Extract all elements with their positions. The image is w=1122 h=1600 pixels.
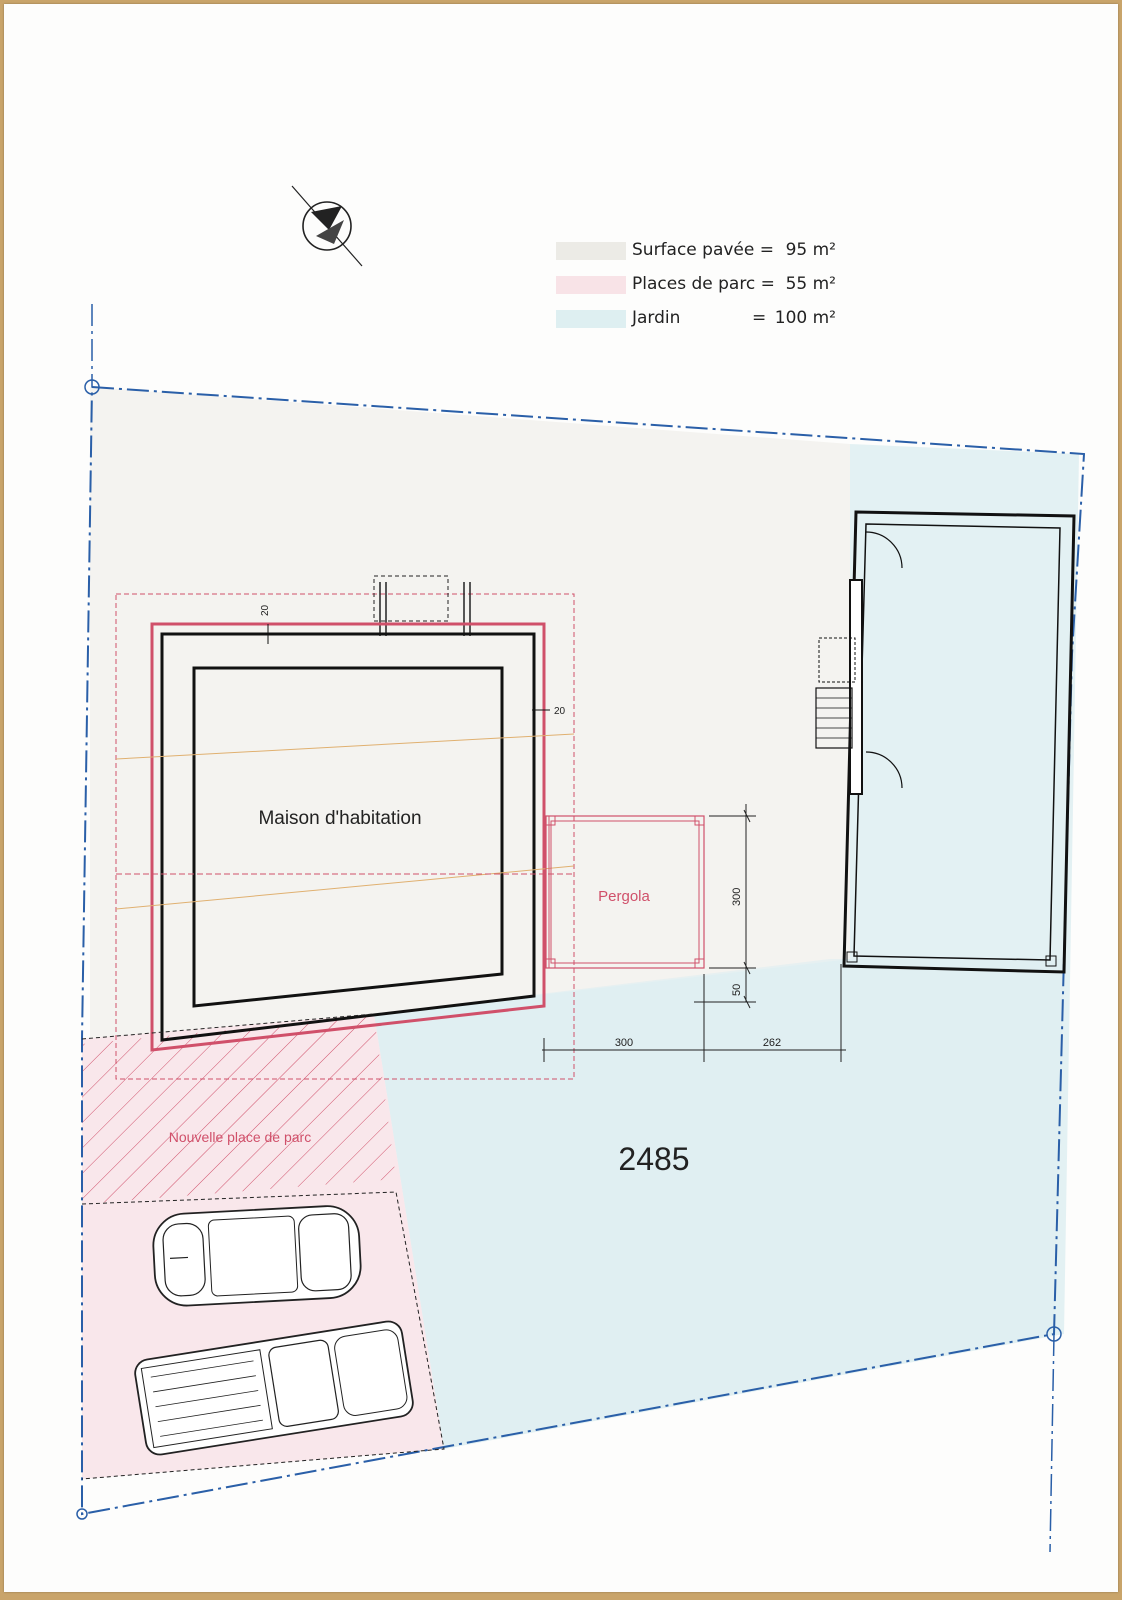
boundary-marker	[84, 379, 100, 395]
pergola-label: Pergola	[598, 888, 650, 905]
legend-value: 95 m²	[785, 240, 836, 260]
legend-swatch-garden	[556, 310, 626, 328]
legend-value: 55 m²	[785, 274, 836, 294]
legend-swatch-parking	[556, 276, 626, 294]
parking-label: Nouvelle place de parc	[169, 1129, 311, 1145]
parking-hatch	[82, 1016, 396, 1204]
legend-label: Surface pavée =	[632, 240, 775, 260]
garden-area-lower	[374, 959, 1064, 1449]
parking-boundary	[81, 1191, 445, 1480]
site-plan-drawing: Maison d'habitation Pergola Nouvelle pla…	[76, 185, 1086, 1553]
house-extended-footprint	[115, 593, 575, 1080]
dim-wall-right: 20	[554, 706, 566, 717]
house-entry-dashed	[373, 575, 449, 622]
dim-gap-to-garage: 262	[763, 1037, 781, 1049]
house-insulation-outline	[150, 622, 546, 1052]
paved-area	[90, 387, 850, 1039]
north-arrow-icon	[291, 185, 363, 267]
pickup-truck-icon	[134, 1320, 414, 1456]
legend-equals: =	[752, 308, 767, 328]
car-icon	[152, 1205, 362, 1307]
dim-pergola-offset: 50	[731, 984, 743, 996]
parcel-number: 2485	[618, 1141, 689, 1177]
legend-value: 100 m²	[774, 308, 836, 328]
dim-pergola-height: 300	[731, 888, 743, 906]
dim-pergola-width: 300	[615, 1037, 633, 1049]
legend-swatch-paved	[556, 242, 626, 260]
legend-label: Jardin	[632, 308, 681, 328]
pergola	[545, 815, 705, 969]
house-label: Maison d'habitation	[258, 808, 421, 829]
plan-sheet: Maison d'habitation Pergola Nouvelle pla…	[4, 4, 1118, 1592]
dim-wall-top: 20	[260, 604, 271, 616]
boundary-marker	[1046, 1326, 1062, 1342]
dimension-lines	[542, 804, 846, 1062]
boundary-extension-right	[1049, 1333, 1055, 1553]
boundary-marker	[76, 1508, 88, 1520]
legend-label: Places de parc =	[632, 274, 775, 294]
annex-building	[815, 510, 1076, 974]
house-inner-wall	[192, 666, 504, 1008]
